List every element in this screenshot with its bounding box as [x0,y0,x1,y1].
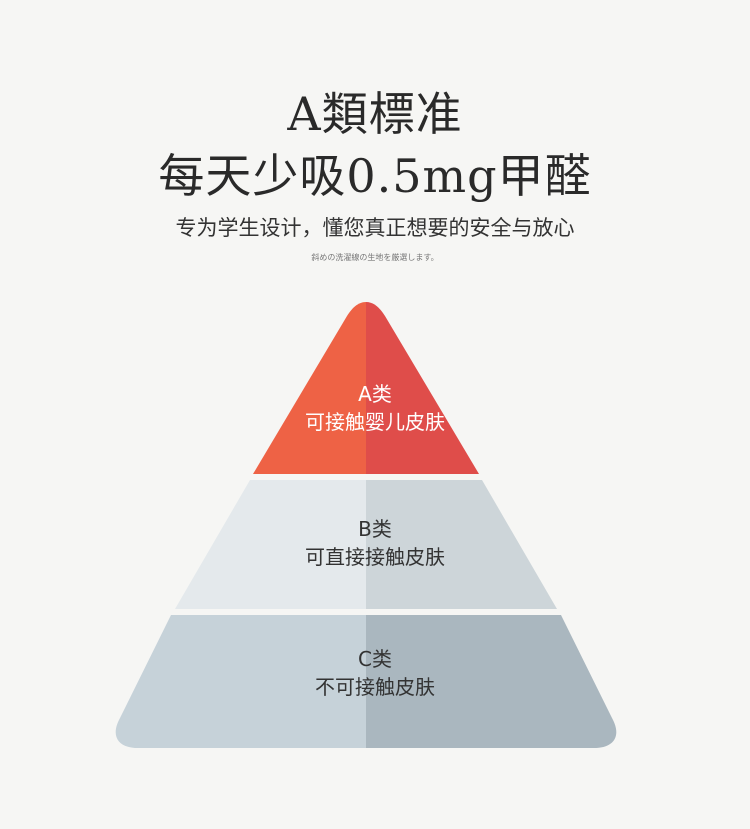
tier-c-name: C类 [358,647,392,671]
pyramid-tier-a [253,302,479,474]
tier-a-name: A类 [358,382,392,406]
subtitle: 专为学生设计，懂您真正想要的安全与放心 [175,216,575,240]
tier-b-label: B类 可直接接触皮肤 [0,515,750,571]
tiny-caption: 斜めの洗濯線の生地を厳選します。 [311,253,439,262]
pyramid-tier-c-right [366,615,617,748]
tier-b-name: B类 [358,517,392,541]
tier-c-desc: 不可接触皮肤 [315,675,435,699]
pyramid-tier-b [175,480,557,609]
pyramid-tier-a-right [366,302,479,474]
tier-b-desc: 可直接接触皮肤 [305,545,445,569]
pyramid-tier-b-left [175,480,366,609]
pyramid-tier-b-right [366,480,557,609]
pyramid-tier-a-left [253,302,366,474]
tier-a-desc: 可接触婴儿皮肤 [305,410,445,434]
pyramid-tier-c-left [115,615,366,748]
tier-a-label: A类 可接触婴儿皮肤 [0,380,750,436]
pyramid-tier-c [115,615,617,748]
title-line-1: A類標准 [287,87,463,141]
title-line-2: 每天少吸0.5mg甲醛 [158,149,592,203]
tier-c-label: C类 不可接触皮肤 [0,645,750,701]
